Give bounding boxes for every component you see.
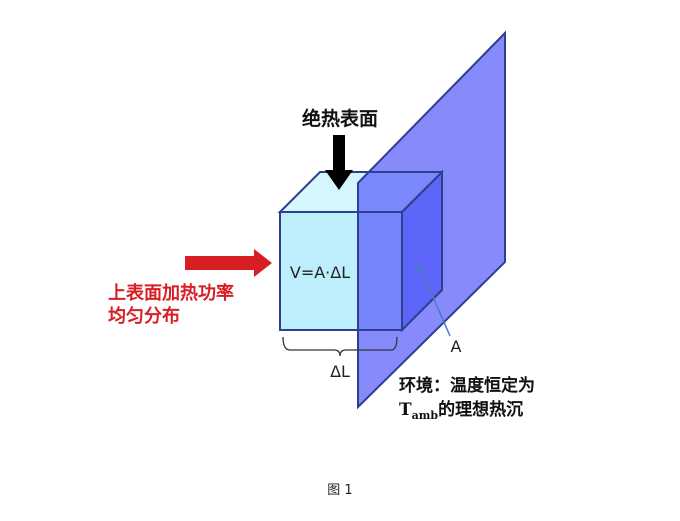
heat-input-arrow-icon xyxy=(185,249,272,277)
thickness-brace xyxy=(282,336,398,357)
heat-label-line1: 上表面加热功率 xyxy=(108,282,234,304)
adiabatic-surface-label: 绝热表面 xyxy=(302,107,378,130)
area-pointer-line xyxy=(419,266,451,337)
adiabatic-arrow-icon xyxy=(325,135,353,190)
area-label: A xyxy=(451,337,462,356)
environment-label-line2: Tamb的理想热沉 xyxy=(399,399,523,422)
area-pointer-arrowhead xyxy=(417,263,424,272)
figure-caption: 图 1 xyxy=(327,483,352,498)
heat-label-line2: 均匀分布 xyxy=(108,305,180,327)
cube-edges-overlay xyxy=(358,169,443,333)
ambient-plane xyxy=(357,30,506,410)
thickness-label: ΔL xyxy=(330,362,350,381)
volume-formula: V=A·ΔL xyxy=(290,263,350,282)
environment-label-line1: 环境：温度恒定为 xyxy=(399,375,535,396)
